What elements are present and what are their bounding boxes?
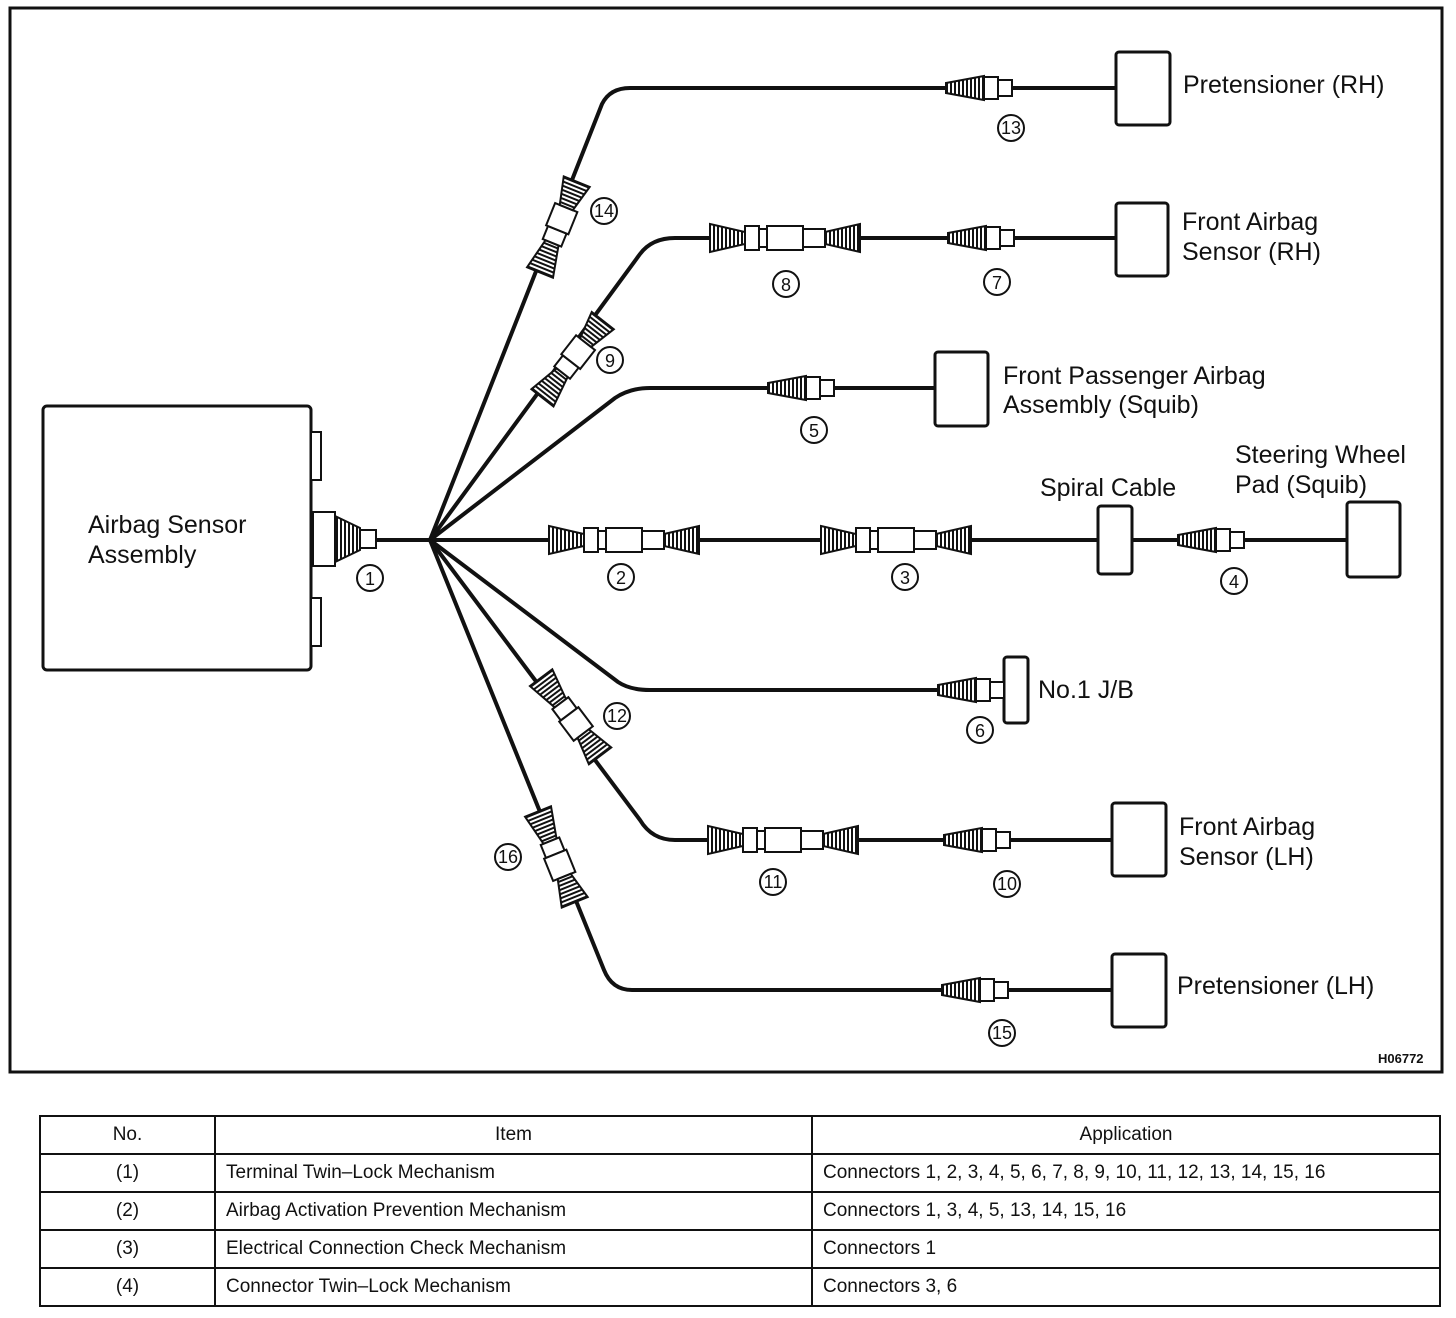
- spiral-cable: [1096, 504, 1134, 576]
- sensor-assembly-label-1: Airbag Sensor: [88, 511, 246, 539]
- table-row: (4) Connector Twin–Lock Mechanism Connec…: [39, 1267, 1441, 1307]
- front-airbag-sensor-lh-label-2: Sensor (LH): [1179, 843, 1314, 871]
- connector-13: [945, 75, 1013, 101]
- svg-text:6: 6: [975, 721, 985, 741]
- row-application: Connectors 1: [811, 1229, 1441, 1269]
- callout-1: 1: [356, 564, 384, 592]
- table-header-row: No. Item Application: [39, 1115, 1441, 1155]
- svg-text:4: 4: [1229, 572, 1239, 592]
- row-item: Electrical Connection Check Mechanism: [214, 1229, 813, 1269]
- callout-12: 12: [603, 702, 631, 730]
- svg-text:8: 8: [781, 275, 791, 295]
- table-row: (2) Airbag Activation Prevention Mechani…: [39, 1191, 1441, 1231]
- callout-10: 10: [993, 870, 1021, 898]
- svg-text:15: 15: [992, 1023, 1012, 1043]
- row-item: Connector Twin–Lock Mechanism: [214, 1267, 813, 1307]
- row-no: (3): [39, 1229, 216, 1269]
- connector-6: [937, 677, 1005, 703]
- svg-text:5: 5: [809, 421, 819, 441]
- svg-text:3: 3: [900, 568, 910, 588]
- junction-block: [1002, 655, 1030, 725]
- passenger-airbag-assembly: [933, 350, 990, 428]
- callout-14: 14: [590, 197, 618, 225]
- connector-5: [767, 375, 835, 401]
- callout-16: 16: [494, 843, 522, 871]
- svg-text:11: 11: [764, 872, 783, 892]
- front-airbag-sensor-lh-label-1: Front Airbag: [1179, 813, 1315, 841]
- steering-wheel-pad: [1345, 500, 1402, 579]
- svg-text:9: 9: [605, 351, 615, 371]
- svg-text:2: 2: [616, 568, 626, 588]
- figure-code: H06772: [1378, 1051, 1424, 1066]
- callout-11: 11: [759, 868, 787, 896]
- pretensioner-rh: [1114, 50, 1172, 127]
- callout-9: 9: [596, 346, 624, 374]
- row-application: Connectors 1, 3, 4, 5, 13, 14, 15, 16: [811, 1191, 1441, 1231]
- front-airbag-sensor-rh-label-2: Sensor (RH): [1182, 238, 1321, 266]
- svg-text:1: 1: [365, 569, 375, 589]
- pretensioner-lh: [1110, 952, 1168, 1029]
- row-application: Connectors 3, 6: [811, 1267, 1441, 1307]
- callout-13: 13: [997, 114, 1025, 142]
- front-airbag-sensor-rh: [1114, 201, 1170, 278]
- callout-3: 3: [891, 563, 919, 591]
- connector-8: [709, 223, 861, 253]
- row-application: Connectors 1, 2, 3, 4, 5, 6, 7, 8, 9, 10…: [811, 1153, 1441, 1193]
- svg-text:16: 16: [498, 847, 518, 867]
- row-item: Airbag Activation Prevention Mechanism: [214, 1191, 813, 1231]
- connector-callouts: 1 2 3 4 5 6 7 8 9 10 11 12 13 14 15 16: [356, 114, 1248, 1047]
- pretensioner-lh-label: Pretensioner (LH): [1177, 972, 1374, 1000]
- svg-text:14: 14: [594, 201, 614, 221]
- svg-text:10: 10: [997, 874, 1017, 894]
- steering-wheel-pad-label-2: Pad (Squib): [1235, 471, 1367, 499]
- passenger-airbag-label-2: Assembly (Squib): [1003, 391, 1199, 419]
- callout-6: 6: [966, 716, 994, 744]
- connector-12: [528, 668, 613, 766]
- sensor-assembly-label-2: Assembly: [88, 541, 197, 569]
- connector-2: [548, 525, 700, 555]
- pretensioner-rh-label: Pretensioner (RH): [1183, 71, 1384, 99]
- header-no: No.: [39, 1115, 216, 1155]
- connector-14: [526, 175, 591, 279]
- connector-7: [947, 225, 1015, 251]
- spiral-cable-label: Spiral Cable: [1040, 474, 1176, 502]
- airbag-sensor-assembly: Airbag Sensor Assembly: [41, 404, 322, 672]
- svg-text:7: 7: [992, 273, 1002, 293]
- front-airbag-sensor-rh-label-1: Front Airbag: [1182, 208, 1318, 236]
- diagram-frame: [8, 6, 1444, 1074]
- row-no: (2): [39, 1191, 216, 1231]
- svg-text:12: 12: [607, 706, 627, 726]
- connector-10: [943, 827, 1011, 853]
- steering-wheel-pad-label-1: Steering Wheel: [1235, 441, 1406, 469]
- callout-2: 2: [607, 563, 635, 591]
- callout-8: 8: [772, 270, 800, 298]
- wiring-diagram: Airbag Sensor Assembly: [8, 6, 1444, 1074]
- front-airbag-sensor-lh: [1110, 801, 1168, 878]
- callout-15: 15: [988, 1019, 1016, 1047]
- mechanism-table: No. Item Application (1) Terminal Twin–L…: [39, 1115, 1441, 1307]
- row-no: (4): [39, 1267, 216, 1307]
- junction-block-label: No.1 J/B: [1038, 676, 1134, 704]
- table-row: (1) Terminal Twin–Lock Mechanism Connect…: [39, 1153, 1441, 1193]
- row-no: (1): [39, 1153, 216, 1193]
- connector-1: [312, 511, 377, 567]
- connector-15: [941, 977, 1009, 1003]
- connector-11: [707, 825, 859, 855]
- svg-text:13: 13: [1001, 118, 1021, 138]
- header-item: Item: [214, 1115, 813, 1155]
- connector-3: [820, 525, 972, 555]
- callout-4: 4: [1220, 567, 1248, 595]
- connector-4: [1177, 527, 1245, 553]
- row-item: Terminal Twin–Lock Mechanism: [214, 1153, 813, 1193]
- table-row: (3) Electrical Connection Check Mechanis…: [39, 1229, 1441, 1269]
- connector-16: [524, 805, 589, 909]
- passenger-airbag-label-1: Front Passenger Airbag: [1003, 362, 1266, 390]
- header-application: Application: [811, 1115, 1441, 1155]
- callout-5: 5: [800, 416, 828, 444]
- callout-7: 7: [983, 268, 1011, 296]
